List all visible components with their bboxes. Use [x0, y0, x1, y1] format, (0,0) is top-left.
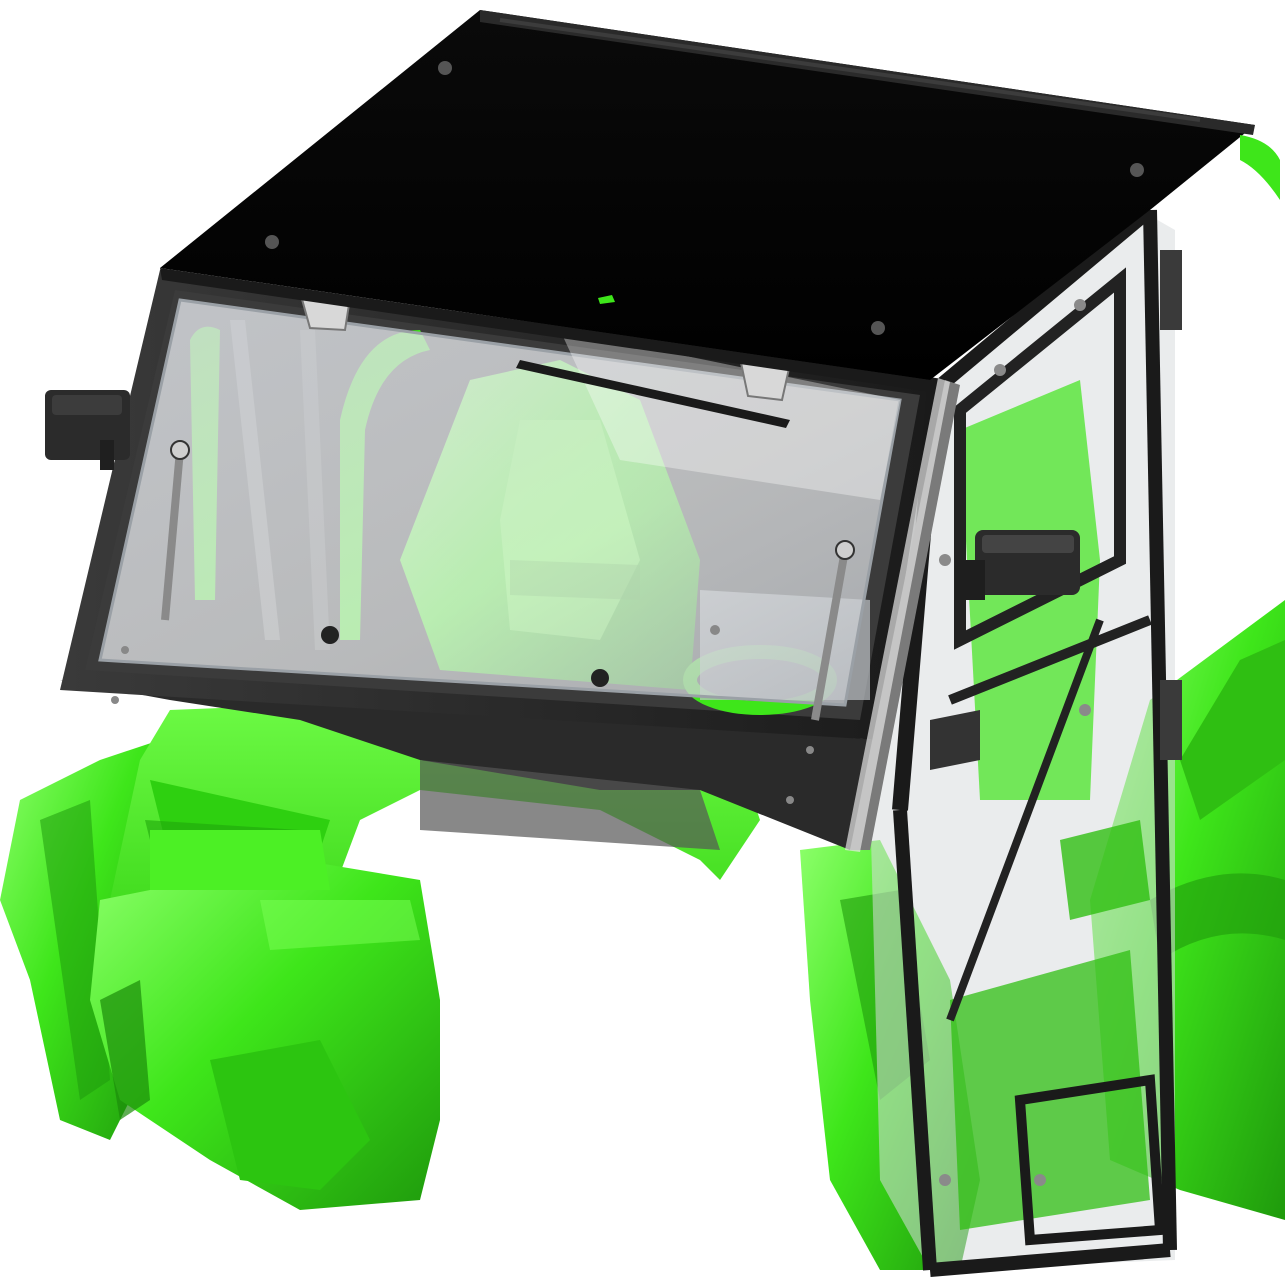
- a-pillar: [845, 378, 960, 852]
- right-mirror: [955, 530, 1080, 600]
- windshield-glass: [98, 290, 902, 721]
- roof: [160, 10, 1280, 392]
- left-mirror: [45, 390, 130, 470]
- dash-bolts: [111, 625, 814, 804]
- dash-panel: [60, 680, 880, 850]
- front-nose: [90, 830, 440, 1210]
